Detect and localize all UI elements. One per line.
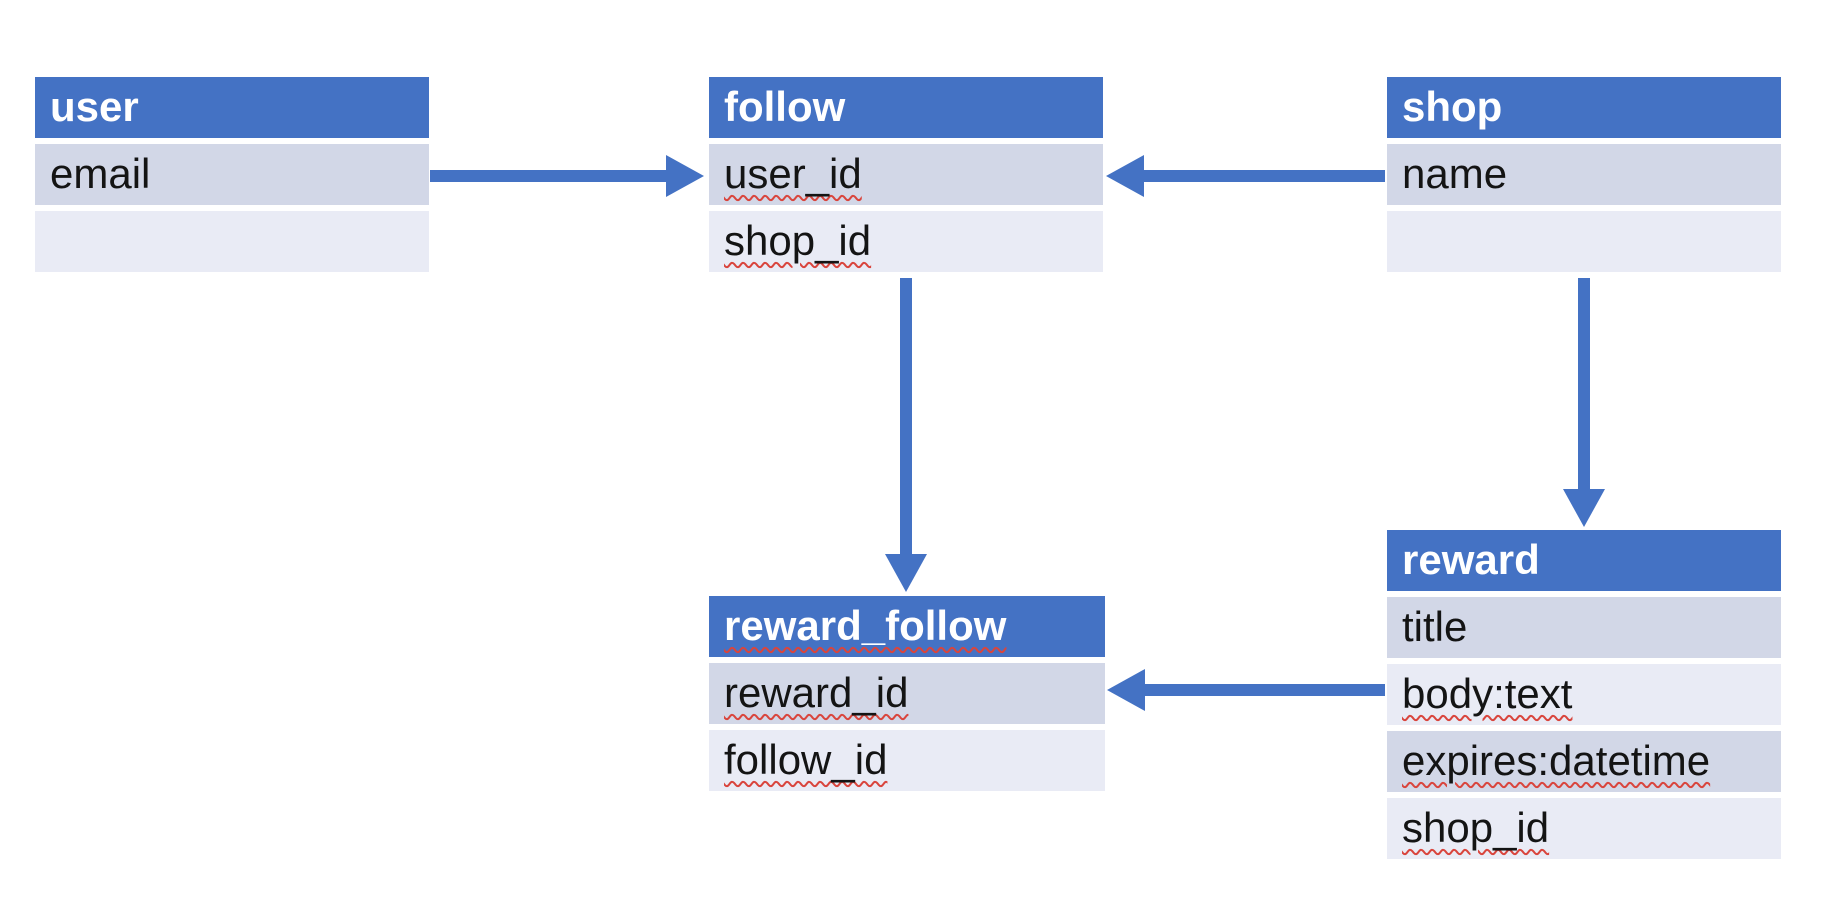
- arrow-head-shop-to-follow: [1106, 155, 1144, 197]
- arrow-head-shop-to-reward: [1563, 489, 1605, 527]
- entity-table-shop: shop name: [1387, 77, 1781, 272]
- field-row-user-email: email: [35, 144, 429, 205]
- field-label: email: [50, 150, 151, 198]
- table-title: reward_follow: [724, 602, 1007, 650]
- field-row-reward-title: title: [1387, 597, 1781, 658]
- field-label: follow_id: [724, 736, 888, 784]
- field-row-shop-empty: [1387, 211, 1781, 272]
- arrow-head-follow-to-reward_follow: [885, 554, 927, 592]
- field-label: reward_id: [724, 669, 909, 717]
- field-row-follow-shop_id: shop_id: [709, 211, 1103, 272]
- field-row-reward-expires:datetime: expires:datetime: [1387, 731, 1781, 792]
- field-label: expires:datetime: [1402, 737, 1711, 785]
- field-label: shop_id: [724, 217, 872, 265]
- table-title: follow: [724, 83, 846, 131]
- entity-table-reward_follow: reward_follow reward_id follow_id: [709, 596, 1105, 791]
- arrow-head-user-to-follow: [666, 155, 704, 197]
- field-label: title: [1402, 603, 1468, 651]
- arrow-shaft-shop-to-reward: [1578, 278, 1590, 491]
- field-row-user-empty: [35, 211, 429, 272]
- field-label: user_id: [724, 150, 862, 198]
- field-row-reward-body:text: body:text: [1387, 664, 1781, 725]
- arrow-shaft-follow-to-reward_follow: [900, 278, 912, 556]
- field-label: body:text: [1402, 670, 1573, 718]
- table-title: reward: [1402, 536, 1540, 584]
- field-label: name: [1402, 150, 1508, 198]
- table-title: user: [50, 83, 139, 131]
- field-row-reward-shop_id: shop_id: [1387, 798, 1781, 859]
- table-title: shop: [1402, 83, 1503, 131]
- field-label: shop_id: [1402, 804, 1550, 852]
- field-row-reward_follow-follow_id: follow_id: [709, 730, 1105, 791]
- arrow-shaft-user-to-follow: [430, 170, 668, 182]
- table-header-reward_follow: reward_follow: [709, 596, 1105, 657]
- entity-table-follow: follow user_id shop_id: [709, 77, 1103, 272]
- arrow-shaft-shop-to-follow: [1142, 170, 1385, 182]
- table-header-reward: reward: [1387, 530, 1781, 591]
- table-header-shop: shop: [1387, 77, 1781, 138]
- entity-table-reward: reward title body:text expires:datetime shop…: [1387, 530, 1781, 859]
- field-row-shop-name: name: [1387, 144, 1781, 205]
- field-row-follow-user_id: user_id: [709, 144, 1103, 205]
- entity-table-user: user email: [35, 77, 429, 272]
- arrow-shaft-reward-to-reward_follow: [1143, 684, 1385, 696]
- field-row-reward_follow-reward_id: reward_id: [709, 663, 1105, 724]
- table-header-follow: follow: [709, 77, 1103, 138]
- arrow-head-reward-to-reward_follow: [1107, 669, 1145, 711]
- table-header-user: user: [35, 77, 429, 138]
